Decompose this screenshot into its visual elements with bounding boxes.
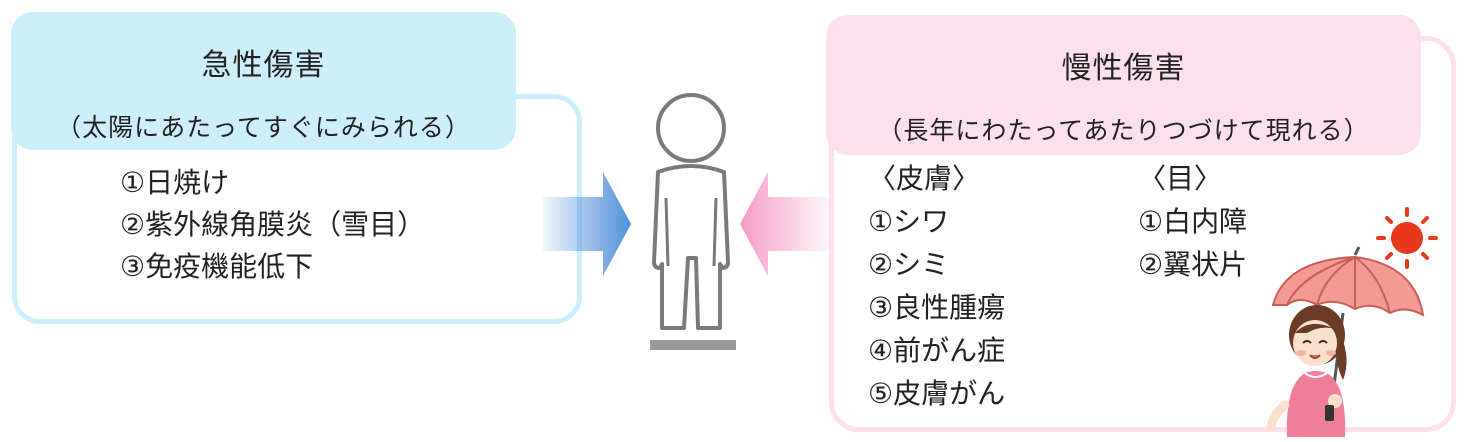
chronic-arrow-icon	[740, 172, 830, 276]
acute-list: ①日焼け ②紫外線角膜炎（雪目） ③免疫機能低下	[120, 162, 425, 288]
list-item: ①シワ	[868, 205, 950, 238]
list-item: ④前がん症	[868, 334, 1006, 367]
chronic-header: 慢性傷害 （長年にわたってあたりつづけて現れる）	[826, 15, 1421, 155]
list-item: ②紫外線角膜炎（雪目）	[120, 208, 426, 241]
list-item: ⑤皮膚がん	[868, 377, 1006, 410]
list-item: ①日焼け	[120, 166, 230, 199]
eye-list: 〈目〉 ①白内障 ②翼状片	[1138, 157, 1247, 286]
skin-heading: 〈皮膚〉	[868, 162, 981, 195]
list-item: ②シミ	[868, 248, 950, 281]
list-item: ③良性腫瘍	[868, 291, 1006, 324]
skin-list: 〈皮膚〉 ①シワ ②シミ ③良性腫瘍 ④前がん症 ⑤皮膚がん	[868, 157, 1005, 415]
acute-title: 急性傷害	[201, 48, 326, 83]
list-item: ②翼状片	[1138, 248, 1248, 281]
acute-header: 急性傷害 （太陽にあたってすぐにみられる）	[11, 12, 516, 150]
girl-with-umbrella-icon	[1266, 207, 1438, 437]
person-icon	[650, 93, 736, 350]
chronic-title: 慢性傷害	[1061, 51, 1186, 86]
list-item: ③免疫機能低下	[120, 250, 314, 283]
sun-icon	[1376, 207, 1438, 269]
chronic-subtitle: （長年にわたってあたりつづけて現れる）	[877, 116, 1370, 145]
list-item: ①白内障	[1138, 205, 1248, 238]
eye-heading: 〈目〉	[1138, 162, 1223, 195]
acute-subtitle: （太陽にあたってすぐにみられる）	[56, 113, 471, 142]
acute-arrow-icon	[543, 172, 631, 276]
